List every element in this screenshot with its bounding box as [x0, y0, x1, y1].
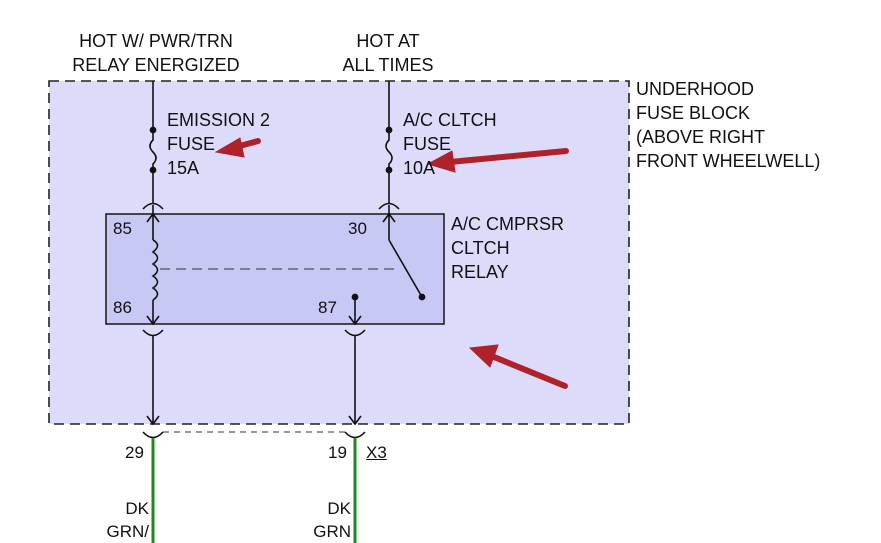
wire-left-line1: DK [125, 499, 149, 518]
fuse-right-name1: A/C CLTCH [403, 110, 497, 130]
source-right-label: HOT AT ALL TIMES [330, 29, 446, 77]
right-circuit [344, 81, 426, 439]
source-left-label: HOT W/ PWR/TRN RELAY ENERGIZED [58, 29, 254, 77]
arrow-ac-fuse [447, 148, 569, 165]
connector-id: X3 [366, 443, 387, 462]
source-left-line2: RELAY ENERGIZED [72, 55, 240, 75]
source-left-line1: HOT W/ PWR/TRN [79, 31, 233, 51]
relay-coil [151, 239, 159, 301]
fuse-left-rating: 15A [167, 158, 200, 178]
source-right-line1: HOT AT [356, 31, 420, 51]
fuse-right-label: A/C CLTCH FUSE 10A [403, 108, 497, 180]
fuse-block-line4: FRONT WHEELWELL) [636, 151, 821, 171]
relay-pin-85: 85 [113, 219, 132, 238]
wire-right-label: DK GRN [299, 499, 351, 542]
relay-pin-86: 86 [113, 298, 132, 317]
connector-pin-29: 29 [125, 443, 144, 462]
source-right-line2: ALL TIMES [342, 55, 434, 75]
fuse-left-element [149, 130, 157, 170]
fuse-block-line2: FUSE BLOCK [636, 103, 751, 123]
fuse-block-line3: (ABOVE RIGHT [636, 127, 766, 147]
relay-label: A/C CMPRSR CLTCH RELAY [451, 212, 564, 284]
relay-line2: CLTCH [451, 238, 510, 258]
fuse-block-label: UNDERHOOD FUSE BLOCK (ABOVE RIGHT FRONT … [636, 77, 820, 173]
wire-right-line1: DK [327, 499, 351, 518]
relay-pin-30: 30 [348, 219, 367, 238]
relay-switch [388, 239, 423, 298]
fuse-block-line1: UNDERHOOD [636, 79, 755, 99]
left-circuit [142, 81, 164, 439]
fuse-right-name2: FUSE [403, 134, 452, 154]
annotation-arrows [214, 137, 569, 389]
wire-right-line2: GRN [313, 522, 351, 541]
connector-pin-19: 19 [328, 443, 347, 462]
fuse-right-rating: 10A [403, 158, 436, 178]
fuse-left-name1: EMISSION 2 [167, 110, 271, 130]
fuse-left-name2: FUSE [167, 134, 216, 154]
fuse-left-label: EMISSION 2 FUSE 15A [167, 108, 270, 180]
arrow-relay [491, 354, 568, 389]
relay-line1: A/C CMPRSR [451, 214, 565, 234]
relay-line3: RELAY [451, 262, 509, 282]
relay-pin-87: 87 [318, 298, 337, 317]
fuse-right-element [385, 130, 393, 170]
wire-left-line2: GRN/ [106, 522, 150, 541]
wire-left-label: DK GRN/ [97, 499, 150, 542]
